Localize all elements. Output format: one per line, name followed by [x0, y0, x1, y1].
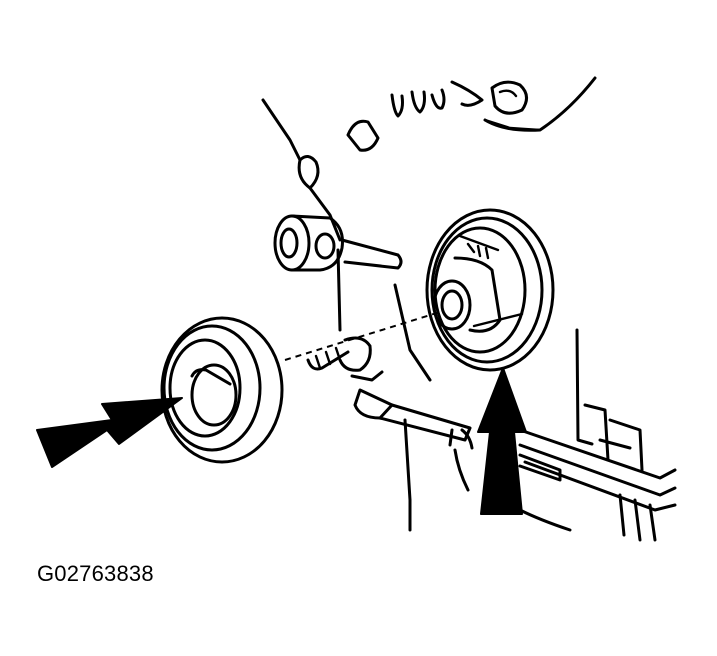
pulley-part — [160, 316, 284, 464]
crankshaft-bolt — [284, 311, 441, 382]
figure-id-label: G02763838 — [37, 561, 154, 586]
crankshaft-pulley — [425, 208, 555, 372]
left-arrow-icon — [36, 397, 183, 468]
engine-frame-lower — [353, 328, 677, 542]
up-arrow-icon — [477, 367, 527, 515]
idler-bracket — [273, 214, 403, 272]
engine-block-outline — [261, 76, 597, 532]
